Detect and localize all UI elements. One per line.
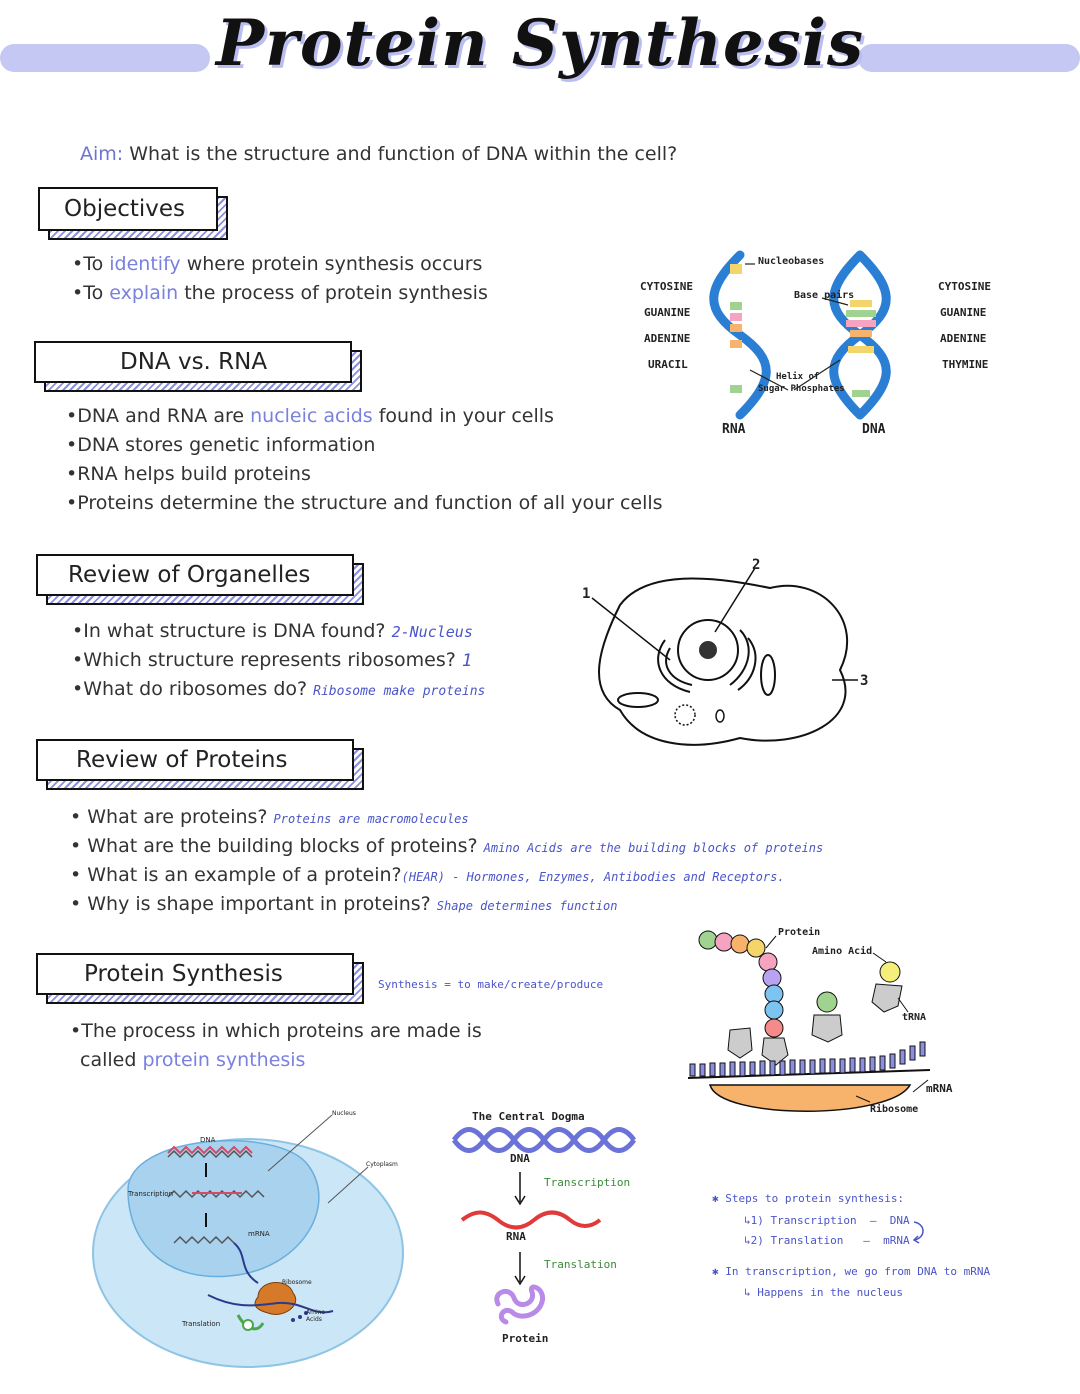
organelle-question: •What do ribosomes do? Ribosome make pro… [72, 678, 486, 700]
dogma-transcription-label: Transcription [544, 1176, 631, 1189]
dna-rna-item: •RNA helps build proteins [66, 463, 311, 485]
dogma-title: The Central Dogma [472, 1110, 585, 1123]
dna-base-label: THYMINE [942, 358, 989, 371]
organelle-question: •In what structure is DNA found? 2-Nucle… [72, 620, 473, 642]
mrna-strand-icon [689, 1041, 926, 1077]
aim-label: Aim: [80, 143, 124, 165]
mitochondria-icon [617, 692, 659, 708]
organelles-heading: Review of Organelles [36, 554, 354, 596]
base-pairs-label: Base pairs [794, 290, 855, 301]
dogma-translation-label: Translation [544, 1258, 617, 1271]
transcription-note: ✱ In transcription, we go from DNA to mR… [712, 1265, 991, 1278]
cell-dna-label: DNA [200, 1136, 216, 1144]
rna-label: RNA [722, 422, 746, 437]
central-dogma-diagram [451, 1127, 637, 1325]
ribosome-label: Ribosome [870, 1104, 919, 1115]
cell-transcription-label: Transcription [128, 1190, 174, 1198]
helix-drawing [709, 250, 891, 420]
organelle-question: •Which structure represents ribosomes? 1 [72, 649, 473, 671]
objectives-heading: Objectives [38, 187, 218, 231]
synthesis-heading: Protein Synthesis [36, 953, 354, 995]
cell-label-3: 3 [860, 673, 869, 689]
rna-base-label: GUANINE [644, 306, 691, 319]
dna-rna-heading: DNA vs. RNA [34, 341, 352, 383]
dna-base-label: CYTOSINE [938, 280, 991, 293]
protein-chain-icon [698, 930, 784, 1038]
steps-item-2: ↳2) Translation – mRNA [744, 1234, 910, 1247]
dna-base-label: GUANINE [940, 306, 987, 319]
synthesis-line: called protein synthesis [80, 1049, 306, 1071]
amino-acid-icon [879, 961, 901, 983]
objective-item: •To identify where protein synthesis occ… [72, 253, 483, 275]
cell-transcription-diagram [92, 1114, 404, 1368]
dna-rna-diagram: CYTOSINE GUANINE ADENINE URACIL CYTOSINE… [630, 250, 1070, 450]
curved-arrow-icon [912, 1221, 924, 1244]
cell-amino-label: Amino Acids [306, 1309, 326, 1323]
dna-base-label: ADENINE [940, 332, 987, 345]
mitochondria-icon [760, 654, 776, 696]
dogma-dna-label: DNA [510, 1152, 530, 1165]
dna-rna-item: •DNA and RNA are nucleic acids found in … [66, 405, 554, 427]
protein-question: • What is an example of a protein?(HEAR)… [70, 864, 785, 886]
rna-rungs-icon [730, 264, 742, 393]
cell-nucleus-label: Nucleus [332, 1110, 356, 1117]
protein-icon [494, 1284, 546, 1325]
cell-translation-label: Translation [182, 1320, 221, 1328]
nucleobases-label: Nucleobases [758, 256, 825, 267]
transcription-note-sub: ↳ Happens in the nucleus [744, 1286, 903, 1299]
protein-label: Protein [778, 927, 821, 938]
steps-item-1: ↳1) Transcription – DNA [744, 1214, 910, 1227]
page-title: Protein Synthesis [215, 6, 865, 81]
aim: Aim: What is the structure and function … [80, 143, 677, 165]
dna-rna-item: •Proteins determine the structure and fu… [66, 492, 663, 514]
trna-label: tRNA [902, 1012, 927, 1023]
synthesis-line: •The process in which proteins are made … [70, 1020, 482, 1042]
helix-label: Helix of [776, 372, 820, 382]
header-bar-left [0, 44, 210, 72]
dna-rungs-icon [846, 300, 876, 397]
amino-acid-label: Amino Acid [812, 946, 873, 957]
cell-cytoplasm-label: Cytoplasm [366, 1161, 398, 1168]
mrna-label: mRNA [926, 1082, 953, 1095]
protein-question: • What are proteins? Proteins are macrom… [70, 806, 469, 828]
cell-mrna-label: mRNA [248, 1230, 270, 1238]
dna-label: DNA [862, 422, 886, 437]
cell-label-1: 1 [582, 586, 591, 602]
steps-title: ✱ Steps to protein synthesis: [712, 1192, 905, 1205]
rna-base-label: CYTOSINE [640, 280, 693, 293]
aim-text: What is the structure and function of DN… [129, 143, 678, 165]
sugar-label: Sugar Phosphates [758, 384, 845, 394]
translation-diagram [687, 930, 931, 1112]
rna-base-label: URACIL [648, 358, 688, 371]
objective-item: •To explain the process of protein synth… [72, 282, 488, 304]
proteins-heading: Review of Proteins [36, 739, 354, 781]
amino-acid-icon [816, 991, 838, 1013]
rna-base-label: ADENINE [644, 332, 691, 345]
dogma-protein-label: Protein [502, 1332, 549, 1345]
dogma-rna-label: RNA [506, 1230, 526, 1243]
protein-question: • Why is shape important in proteins? Sh… [70, 893, 618, 915]
cell-ribosome-label: Ribosome [282, 1279, 312, 1286]
cell-label-2: 2 [752, 557, 761, 573]
protein-question: • What are the building blocks of protei… [70, 835, 824, 857]
dna-rna-item: •DNA stores genetic information [66, 434, 376, 456]
header-bar-right [858, 44, 1080, 72]
animal-cell-diagram [591, 567, 858, 746]
synthesis-definition: Synthesis = to make/create/produce [378, 978, 604, 991]
